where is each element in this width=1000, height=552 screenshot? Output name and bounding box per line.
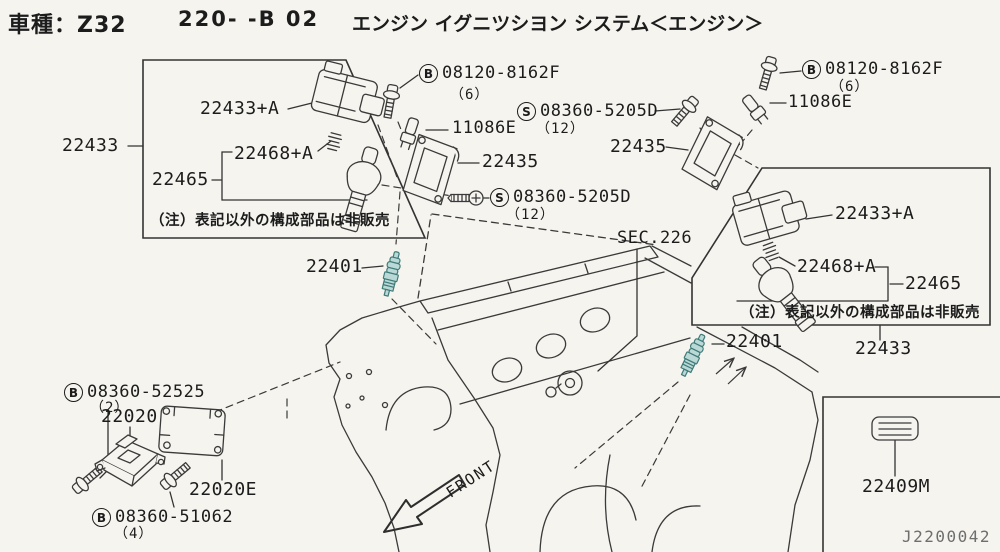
- qty-screw-lower: （12）: [506, 207, 555, 223]
- knock-sensor-drawing: [545, 370, 583, 398]
- circled-b-icon: B: [64, 383, 83, 402]
- spark-plug-icons: [378, 249, 710, 380]
- part-label-22401-right: 22401: [726, 331, 783, 352]
- part-number: 08360-5205D: [540, 100, 659, 121]
- part-label-22433-left: 22433: [62, 135, 119, 156]
- part-number: 08360-52525: [87, 381, 206, 402]
- bolt-icon: [156, 458, 194, 494]
- callout-screw-upper: S 08360-5205D: [517, 102, 658, 121]
- dashed-leader-lines: [214, 121, 759, 491]
- note-right: （注）表記以外の構成部品は非販売: [740, 305, 980, 321]
- part-label-22020E: 22020E: [189, 479, 258, 500]
- part-label-22435-right: 22435: [610, 136, 667, 157]
- part-label-11086E-right: 11086E: [788, 92, 853, 112]
- insertion-arrows: [715, 359, 745, 385]
- engine-block-drawing: [325, 213, 819, 552]
- spark-plug-icon: [378, 249, 405, 298]
- callout-screw-lower: S 08360-5205D: [490, 188, 631, 207]
- circled-b-icon: B: [419, 64, 438, 83]
- caution-label-plate-icon: [871, 416, 919, 441]
- part-label-22433A-right: 22433+A: [835, 203, 915, 224]
- circled-b-icon: B: [802, 60, 821, 79]
- part-label-22465-left: 22465: [152, 169, 209, 190]
- coil-bracket-icon: [679, 114, 749, 194]
- page-title: エンジン イグニツシヨン システム＜エンジン＞: [352, 13, 764, 35]
- insulator-boot-icon: [739, 92, 771, 127]
- part-label-22468A-left: 22468+A: [234, 143, 314, 164]
- right-assembly-box: [691, 167, 991, 326]
- ignition-coil-icon: [728, 177, 811, 248]
- drawing-code: J2200042: [902, 527, 992, 546]
- callout-transistor-bracket-bolt: B 08360-51062: [92, 508, 233, 527]
- screw-bolt-icon: [667, 92, 703, 130]
- power-transistor-icon: [94, 434, 166, 487]
- part-label-22465-right: 22465: [905, 273, 962, 294]
- screw-icon: [447, 190, 484, 206]
- part-label-22401-left: 22401: [306, 256, 363, 277]
- part-label-22409M: 22409M: [862, 476, 931, 497]
- callout-bolt-left: B 08120-8162F: [419, 64, 560, 83]
- callout-transistor-mount-bolt: B 08360-52525: [64, 383, 205, 402]
- transistor-bracket-icon: [158, 405, 226, 457]
- section-code: 220- -B 02: [178, 7, 320, 31]
- front-direction-label: FRONT: [442, 456, 499, 502]
- callout-bolt-right: B 08120-8162F: [802, 60, 943, 79]
- section-reference: SEC.226: [617, 228, 693, 248]
- qty-bolt-left: （6）: [450, 87, 490, 103]
- circled-b-icon: B: [92, 508, 111, 527]
- coil-bracket-icon: [401, 133, 463, 207]
- vehicle-model: 車種：Z32: [8, 13, 127, 38]
- part-number: 08120-8162F: [825, 58, 944, 79]
- part-label-22433A-left: 22433+A: [200, 98, 280, 119]
- qty-screw-upper: （12）: [536, 121, 585, 137]
- note-left: （注）表記以外の構成部品は非販売: [150, 213, 390, 229]
- part-label-22435-left: 22435: [482, 151, 539, 172]
- page-header: 車種：Z32 220- -B 02 エンジン イグニツシヨン システム＜エンジン…: [0, 5, 1000, 39]
- bolt-icon: [68, 462, 106, 498]
- part-label-22468A-right: 22468+A: [797, 256, 877, 277]
- qty-bolt-right: （6）: [830, 79, 870, 95]
- coil-spring-icon: [325, 131, 343, 152]
- circled-s-icon: S: [517, 102, 536, 121]
- coil-spring-icon: [761, 241, 781, 262]
- qty-transistor-bracket-bolt: （4）: [114, 526, 154, 542]
- ignition-coil-icon: [309, 59, 392, 127]
- part-label-22433-right: 22433: [855, 338, 912, 359]
- part-number: 08360-5205D: [513, 186, 632, 207]
- part-number: 08120-8162F: [442, 62, 561, 83]
- bolt-icon: [378, 83, 402, 120]
- spark-plug-icon: [676, 331, 710, 380]
- qty-transistor-mount-bolt: （2）: [90, 400, 130, 416]
- part-label-11086E-left: 11086E: [452, 118, 517, 138]
- part-label-22020: 22020: [101, 406, 158, 427]
- part-number: 08360-51062: [115, 506, 234, 527]
- bolt-icon: [754, 54, 781, 92]
- insulator-boot-icon: [397, 115, 422, 151]
- circled-s-icon: S: [490, 188, 509, 207]
